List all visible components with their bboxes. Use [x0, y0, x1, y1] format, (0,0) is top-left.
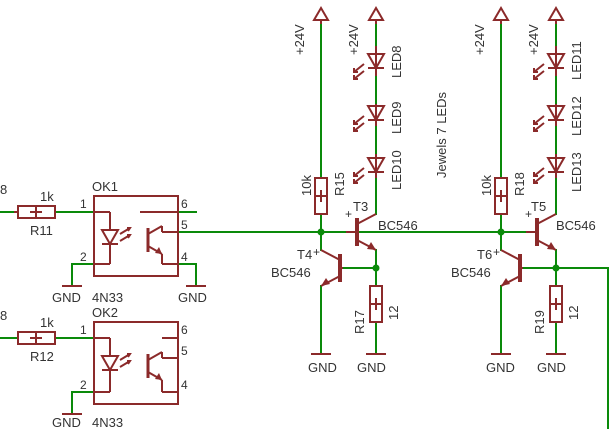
t5-part: BC546	[556, 218, 596, 233]
r11-ref: R11	[30, 223, 53, 238]
ok1-pin-5: 5	[181, 218, 188, 232]
gnd-label-r19: GND	[537, 360, 566, 375]
transistor-t5: + T5 BC546	[525, 199, 596, 251]
r19-ref: R19	[532, 310, 547, 334]
led10-label: LED10	[389, 150, 404, 190]
led9-symbol: LED9	[353, 101, 404, 134]
ok1-pin-4: 4	[181, 250, 188, 264]
ok2-pin-1: 1	[80, 323, 87, 337]
resistor-r19: R19 12	[532, 285, 581, 334]
ground-symbols-left-stage: GND GND	[308, 353, 386, 375]
led-chain-right: LED11 LED12 LED13	[533, 41, 584, 192]
led13-label: LED13	[569, 152, 584, 192]
r11-value: 1k	[40, 189, 54, 204]
led8-symbol: LED8	[353, 45, 404, 80]
ok1-pin-2: 2	[80, 250, 87, 264]
led-chain-left: LED8 LED9 LED10	[353, 45, 404, 190]
svg-text:+: +	[345, 207, 352, 221]
r15-value: 10k	[299, 175, 314, 196]
supply-label-led11: +24V	[526, 24, 541, 55]
supply-label-led8: +24V	[346, 24, 361, 55]
t4-ref: T4	[297, 247, 312, 262]
ok1-pin-1: 1	[80, 197, 87, 211]
led11-label: LED11	[569, 41, 584, 80]
ok2-pin-5: 5	[181, 344, 188, 358]
ok1-ref: OK1	[92, 179, 118, 194]
ok2-ref: OK2	[92, 305, 118, 320]
t5-ref: T5	[531, 199, 546, 214]
r17-value: 12	[386, 306, 401, 320]
gnd-label-t4: GND	[308, 360, 337, 375]
supply-label-r18: +24V	[472, 24, 487, 55]
led11-symbol: LED11	[533, 41, 584, 80]
t6-ref: T6	[477, 247, 492, 262]
resistor-r17: R17 12	[352, 285, 401, 334]
led9-label: LED9	[389, 101, 404, 134]
ground-symbols-right-stage: GND GND	[486, 353, 566, 375]
resistor-r12: 1k R12 8	[0, 308, 56, 364]
wires	[0, 21, 609, 429]
supply-label-r15: +24V	[292, 24, 307, 55]
transistor-t3: + T3 BC546	[345, 199, 418, 251]
gnd-label-t6: GND	[486, 360, 515, 375]
t3-ref: T3	[353, 199, 368, 214]
r12-value: 1k	[40, 315, 54, 330]
led8-label: LED8	[389, 45, 404, 78]
r12-ref: R12	[30, 349, 54, 364]
r18-ref: R18	[512, 172, 527, 196]
led13-symbol: LED13	[533, 152, 584, 192]
junctions	[317, 228, 560, 272]
supply-symbols: +24V +24V +24V +24V	[292, 6, 565, 55]
ok1-part: 4N33	[92, 290, 123, 305]
r18-value: 10k	[479, 175, 494, 196]
svg-text:+: +	[493, 245, 500, 259]
gnd-label-ok1-left: GND	[52, 290, 81, 305]
resistor-r15: 10k R15	[299, 172, 347, 215]
led12-symbol: LED12	[533, 96, 584, 136]
r17-ref: R17	[352, 310, 367, 334]
svg-text:+: +	[313, 245, 320, 259]
ok2-pin-6: 6	[181, 323, 188, 337]
svg-text:+: +	[525, 207, 532, 221]
r11-net-stub: 8	[0, 182, 7, 197]
ok2-pin-2: 2	[80, 378, 87, 392]
resistor-r11: 1k R11 8	[0, 182, 56, 238]
gnd-label-ok2: GND	[52, 415, 81, 429]
transistor-t4: + T4 BC546	[271, 245, 343, 287]
r12-net-stub: 8	[0, 308, 7, 323]
r19-value: 12	[566, 306, 581, 320]
ok2-part: 4N33	[92, 415, 123, 429]
ok1-pin-6: 6	[181, 197, 188, 211]
resistor-r18: 10k R18	[479, 172, 527, 215]
t6-part: BC546	[451, 265, 491, 280]
optocoupler-ok1: OK1 4N33 1 2 6 5 4	[80, 179, 188, 305]
r15-ref: R15	[332, 172, 347, 196]
t4-part: BC546	[271, 265, 311, 280]
gnd-label-r17: GND	[357, 360, 386, 375]
jewels-note: Jewels 7 LEDs	[434, 92, 449, 178]
t3-part: BC546	[378, 218, 418, 233]
ok2-pin-4: 4	[181, 378, 188, 392]
led10-symbol: LED10	[353, 150, 404, 190]
gnd-label-ok1-right: GND	[178, 290, 207, 305]
led12-label: LED12	[569, 96, 584, 136]
ground-symbols-left: GND GND GND	[52, 285, 207, 429]
transistor-t6: + T6 BC546	[451, 245, 523, 287]
optocoupler-ok2: OK2 4N33 1 2 6 5 4	[80, 305, 188, 429]
